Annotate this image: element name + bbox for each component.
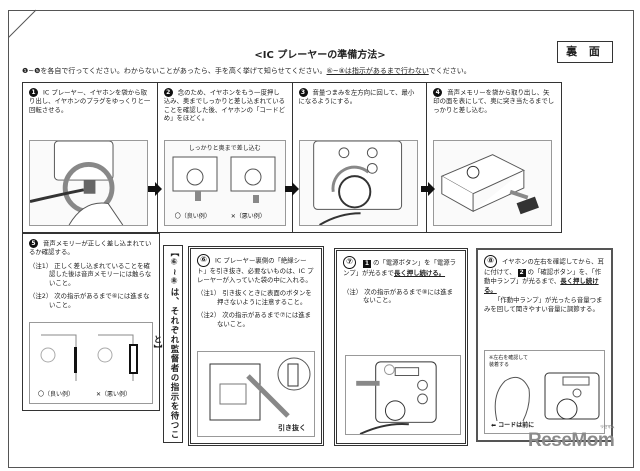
note-2: （注2） 次の指示があるまで⑥には進まないこと。 xyxy=(29,292,150,309)
bad-example-label: ✕（悪い例） xyxy=(96,390,132,398)
illustration-note: ※左右を確認して装着する xyxy=(489,355,529,368)
illustration-caption: しっかりと奥まで差し込む xyxy=(188,145,261,152)
power-button-illustration xyxy=(345,355,461,435)
memory-insert-illustration xyxy=(433,140,553,226)
insertion-illustration: しっかりと奥まで差し込む 〇（良い例） ✕（悪い例） xyxy=(163,140,286,226)
intro-text: ❶~❺を各自で行ってください。わからないことがあったら、手を高く挙げて知らせてく… xyxy=(22,67,471,75)
plug-rotate-illustration xyxy=(29,140,149,226)
arrow-right-icon xyxy=(148,182,162,196)
side-label: 裏 面 xyxy=(557,41,613,63)
insulation-sheet-illustration: 引き抜く xyxy=(197,351,315,437)
folded-corner xyxy=(0,0,37,40)
volume-knob-illustration xyxy=(298,140,418,226)
pull-out-label: 引き抜く xyxy=(278,423,306,432)
document-sheet xyxy=(8,10,634,468)
wait-for-supervisor-notice: 【⑥~⑧は、それぞれ監督者の指示を待つこと】 xyxy=(152,245,183,443)
button-2-badge: 2 xyxy=(517,269,526,277)
cord-front-label: ⬅ コードは前に xyxy=(491,421,535,429)
note-1: （注1） 正しく差し込まれていることを確認した後は音声メモリーには触らないこと。 xyxy=(29,261,152,287)
earphone-check-illustration: ※左右を確認して装着する ⬅ コードは前に xyxy=(484,350,605,434)
arrow-right-icon xyxy=(285,182,299,196)
good-example-label: 〇（良い例） xyxy=(38,390,75,398)
volume-adjust-text: 「作動中ランプ」が光ったら音量つまみを回して聞きやすい音量に調節する。 xyxy=(484,296,603,313)
good-example-label: 〇（良い例） xyxy=(174,212,211,220)
arrow-right-icon xyxy=(421,182,435,196)
bad-example-label: ✕（悪い例） xyxy=(230,212,266,220)
note-1: （注） 次の指示があるまで⑧には進まないこと。 xyxy=(343,287,454,305)
page-title: <IC プレーヤーの準備方法> xyxy=(254,50,386,61)
button-1-badge: 1 xyxy=(363,259,371,268)
memory-check-illustration: 〇（良い例） ✕（悪い例） xyxy=(29,322,153,404)
note-2: （注2） 次の指示があるまで⑦には進まないこと。 xyxy=(197,311,312,328)
note-1: （注1） 引き抜くときに表面のボタンを押さないように注意すること。 xyxy=(197,289,312,306)
